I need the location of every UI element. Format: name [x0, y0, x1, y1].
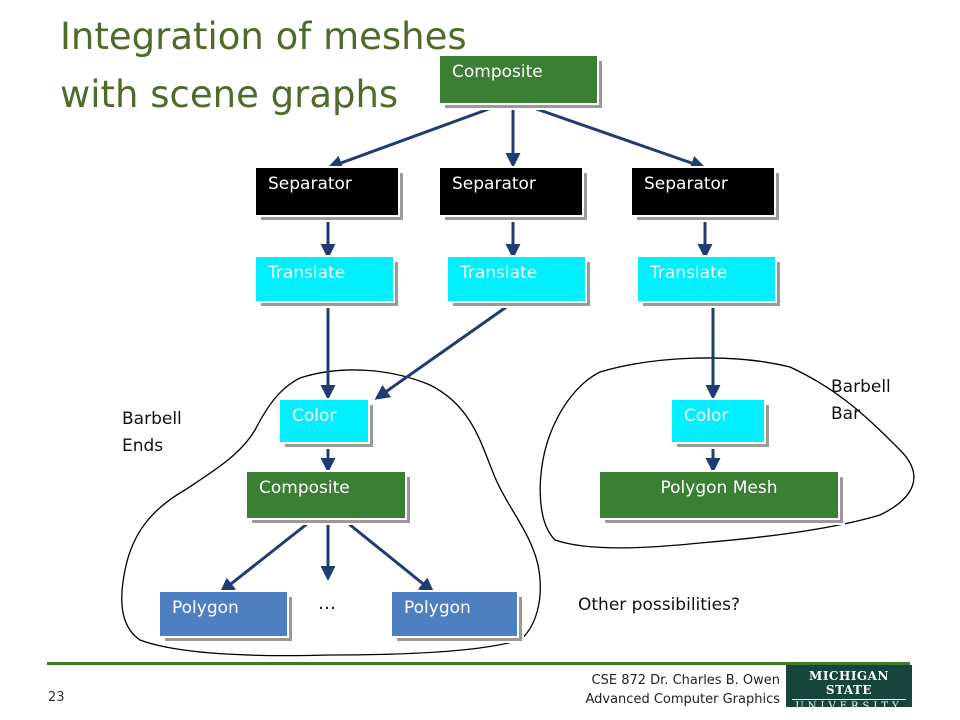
- barbell-bar-line-1: Barbell: [831, 377, 891, 397]
- node-separator-middle: Separator: [440, 168, 582, 215]
- barbell-bar-line-2: Bar: [831, 404, 861, 424]
- node-translate-left: Translate: [256, 257, 393, 301]
- node-color-left: Color: [280, 400, 368, 442]
- arrow-root-to-separator-right: [527, 104, 706, 171]
- node-translate-middle: Translate: [448, 257, 585, 301]
- polygon-ellipsis: …: [318, 593, 336, 614]
- barbell-bar-outline: [539, 357, 915, 549]
- course-subtitle: Advanced Computer Graphics: [585, 692, 780, 707]
- msu-logo: MICHIGAN STATE UNIVERSITY: [786, 665, 912, 712]
- node-polygon-right: Polygon: [392, 592, 517, 636]
- logo-line-2: UNIVERSITY: [792, 699, 906, 712]
- node-separator-right: Separator: [632, 168, 774, 215]
- arrow-translate-middle-to-color: [374, 301, 513, 400]
- barbell-ends-label: Barbell Ends: [122, 406, 182, 460]
- title-line-2: with scene graphs: [60, 73, 399, 116]
- node-composite-inner: Composite: [247, 472, 405, 518]
- arrow-root-to-separator-left: [327, 104, 498, 170]
- footer-rule: [47, 662, 910, 665]
- barbell-bar-label: Barbell Bar: [831, 374, 891, 428]
- title-line-1: Integration of meshes: [60, 15, 467, 58]
- page-number: 23: [48, 690, 65, 705]
- logo-line-1: MICHIGAN STATE: [809, 669, 889, 697]
- arrow-composite-to-polygon-right: [343, 518, 435, 593]
- barbell-ends-line-2: Ends: [122, 436, 164, 456]
- arrow-composite-to-polygon-left: [219, 518, 313, 593]
- barbell-ends-outline: [121, 369, 541, 657]
- other-possibilities-text: Other possibilities?: [578, 595, 740, 615]
- node-translate-right: Translate: [638, 257, 775, 301]
- node-color-right: Color: [672, 400, 764, 442]
- course-line: CSE 872 Dr. Charles B. Owen: [591, 673, 780, 688]
- node-separator-left: Separator: [256, 168, 398, 215]
- node-polygon-mesh: Polygon Mesh: [600, 472, 838, 518]
- node-composite-root: Composite: [440, 56, 597, 103]
- node-polygon-left: Polygon: [160, 592, 287, 636]
- barbell-ends-line-1: Barbell: [122, 409, 182, 429]
- slide-title: Integration of meshes with scene graphs: [60, 8, 480, 124]
- course-credit: CSE 872 Dr. Charles B. Owen Advanced Com…: [585, 671, 780, 709]
